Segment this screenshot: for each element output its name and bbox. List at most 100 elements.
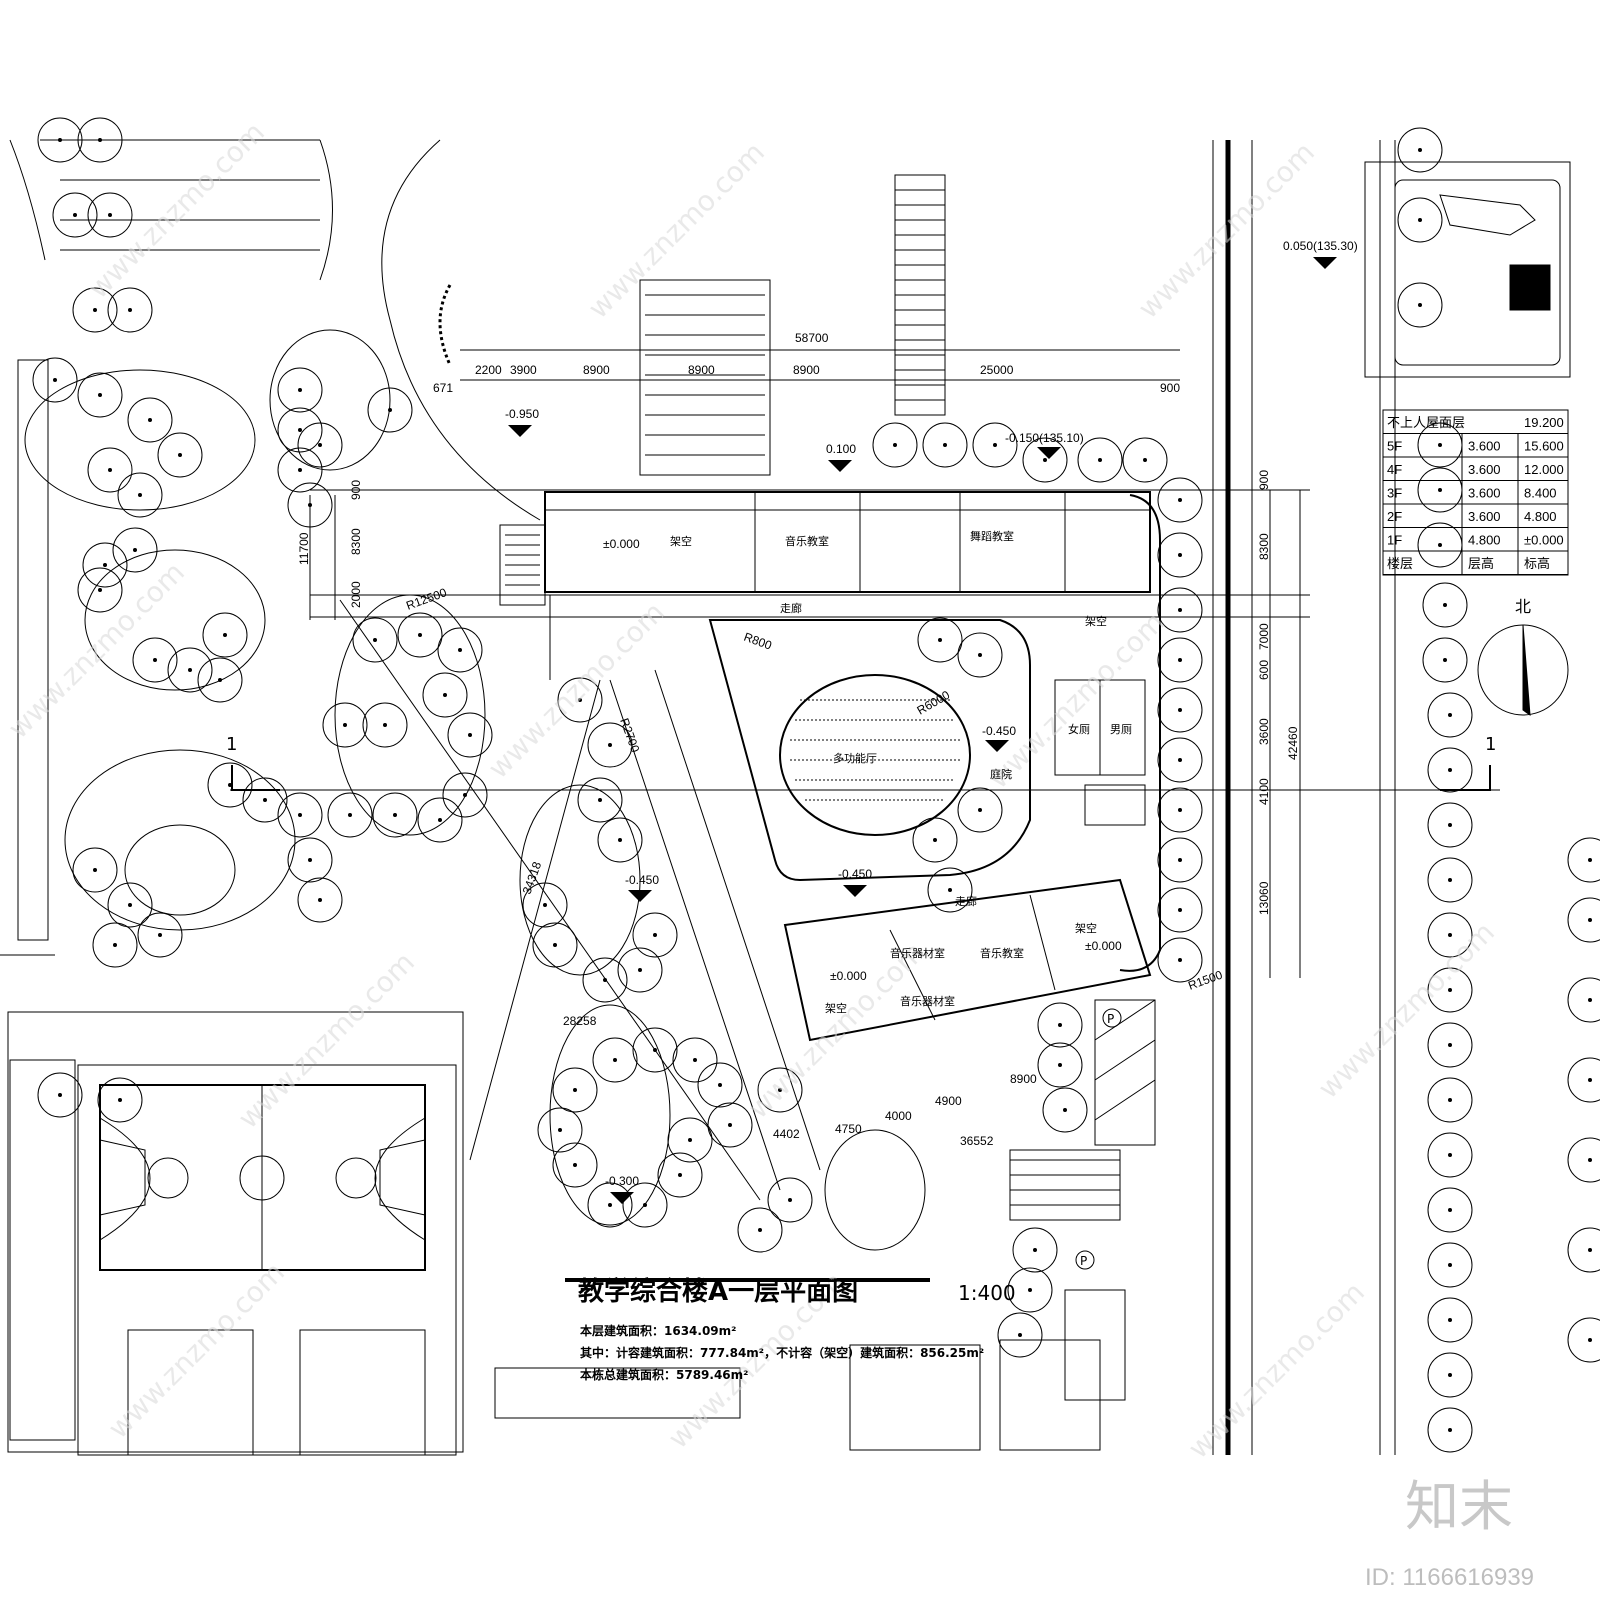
stair-treads <box>895 189 945 401</box>
tree-center <box>993 443 997 447</box>
table-cell: 15.600 <box>1524 439 1564 454</box>
elevation-label: -0.450 <box>982 724 1016 738</box>
elevation-label: 0.100 <box>826 442 856 456</box>
tree-center <box>558 1128 562 1132</box>
table-cell: ±0.000 <box>1524 533 1564 548</box>
tree-circle <box>917 617 963 663</box>
tree-circle <box>327 792 373 838</box>
table-cell: 2F <box>1387 509 1402 524</box>
tree-circle <box>1397 282 1443 328</box>
dim-label: R12500 <box>404 585 449 613</box>
dim-label: 3600 <box>1257 718 1271 745</box>
tree-circle <box>167 647 213 693</box>
ft-circle-right <box>335 1157 377 1199</box>
tree-group <box>84 549 266 691</box>
tree-circle <box>1077 437 1123 483</box>
tree-circle <box>107 287 153 333</box>
tree-center <box>153 658 157 662</box>
room-label: 架空 <box>825 1001 847 1015</box>
tree-circle <box>632 912 678 958</box>
tree-circle <box>1427 1297 1473 1343</box>
tree-center <box>158 933 162 937</box>
tree-circle <box>397 612 443 658</box>
room-label: 女厕 <box>1068 722 1090 736</box>
tree-circle <box>552 1067 598 1113</box>
tree-circle <box>1157 887 1203 933</box>
tree-circle <box>1427 1407 1473 1453</box>
tree-center <box>1588 1078 1592 1082</box>
tree-center <box>148 418 152 422</box>
tree-center <box>113 943 117 947</box>
parking-ramp <box>1009 1149 1121 1221</box>
tree-circle <box>922 422 968 468</box>
tree-center <box>218 678 222 682</box>
level-triangle <box>1313 257 1337 269</box>
tree-circle <box>92 922 138 968</box>
tree-center <box>1418 148 1422 152</box>
tree-center <box>653 933 657 937</box>
tree-center <box>1448 1043 1452 1047</box>
dim-label: 25000 <box>980 363 1014 377</box>
tree-center <box>1418 303 1422 307</box>
tree-circle <box>72 847 118 893</box>
tree-circle <box>1427 967 1473 1013</box>
watermark-text: www.znzmo.com <box>102 1256 291 1445</box>
tree-center <box>1588 858 1592 862</box>
tree-circle <box>1567 897 1600 943</box>
dim-label: 8900 <box>1010 1072 1037 1086</box>
table-cell: 3.600 <box>1468 462 1501 477</box>
tree-center <box>1448 1428 1452 1432</box>
tree-circle <box>107 882 153 928</box>
wall <box>889 929 936 1021</box>
tree-circle <box>707 1102 753 1148</box>
table-cell: 3.600 <box>1468 486 1501 501</box>
elevation-label: -0.150(135.10) <box>1005 431 1084 445</box>
tree-center <box>1033 1248 1037 1252</box>
tree-circle <box>1422 637 1468 683</box>
room-label: 多功能厅 <box>833 751 877 765</box>
tree-circle <box>1042 1087 1088 1133</box>
tree-circle <box>352 617 398 663</box>
dim-label: 4750 <box>835 1122 862 1136</box>
court-2 <box>127 1329 254 1456</box>
table-cell: 标高 <box>1524 556 1550 571</box>
level-triangle <box>1037 447 1061 459</box>
seat-rows <box>645 294 765 456</box>
tree-circle <box>632 1027 678 1073</box>
area-line-2: 其中：计容建筑面积：777.84m²，不计容（架空）建筑面积：856.25m² <box>580 1345 984 1360</box>
table-cell: 3.600 <box>1468 439 1501 454</box>
tree-center <box>573 1088 577 1092</box>
tree-circle <box>872 422 918 468</box>
tree-center <box>108 213 112 217</box>
tree-circle <box>1567 1317 1600 1363</box>
elevation-label: -0.450 <box>838 867 872 881</box>
tree-center <box>1448 1153 1452 1157</box>
curved-wall <box>438 284 452 366</box>
tree-center <box>1098 458 1102 462</box>
tree-center <box>1178 808 1182 812</box>
tree-circle <box>207 762 253 808</box>
tree-circle <box>82 542 128 588</box>
watermark-text: www.znzmo.com <box>482 596 671 785</box>
tree-center <box>58 1093 62 1097</box>
tree-center <box>1058 1063 1062 1067</box>
dim-label: 4900 <box>935 1094 962 1108</box>
table-cell: 4.800 <box>1524 509 1557 524</box>
watermark-text: www.znzmo.com <box>232 946 421 1135</box>
tree-center <box>53 378 57 382</box>
tree-circle <box>372 792 418 838</box>
image-id: ID: 1166616939 <box>1365 1564 1534 1591</box>
tree-center <box>1438 488 1442 492</box>
watermark-text: www.znzmo.com <box>582 136 771 325</box>
tree-circle <box>587 1182 633 1228</box>
table-cell: 不上人屋面层 <box>1387 415 1465 430</box>
section-mark-label: 1 <box>1485 734 1496 755</box>
drawing-scale: 1:400 <box>958 1281 1016 1305</box>
tree-center <box>138 493 142 497</box>
watermark-text: www.znzmo.com <box>982 606 1171 795</box>
tree-circle <box>1157 637 1203 683</box>
dim-label: 4000 <box>885 1109 912 1123</box>
tree-circle <box>997 1312 1043 1358</box>
room-label: 音乐教室 <box>980 946 1024 960</box>
tree-center <box>318 898 322 902</box>
